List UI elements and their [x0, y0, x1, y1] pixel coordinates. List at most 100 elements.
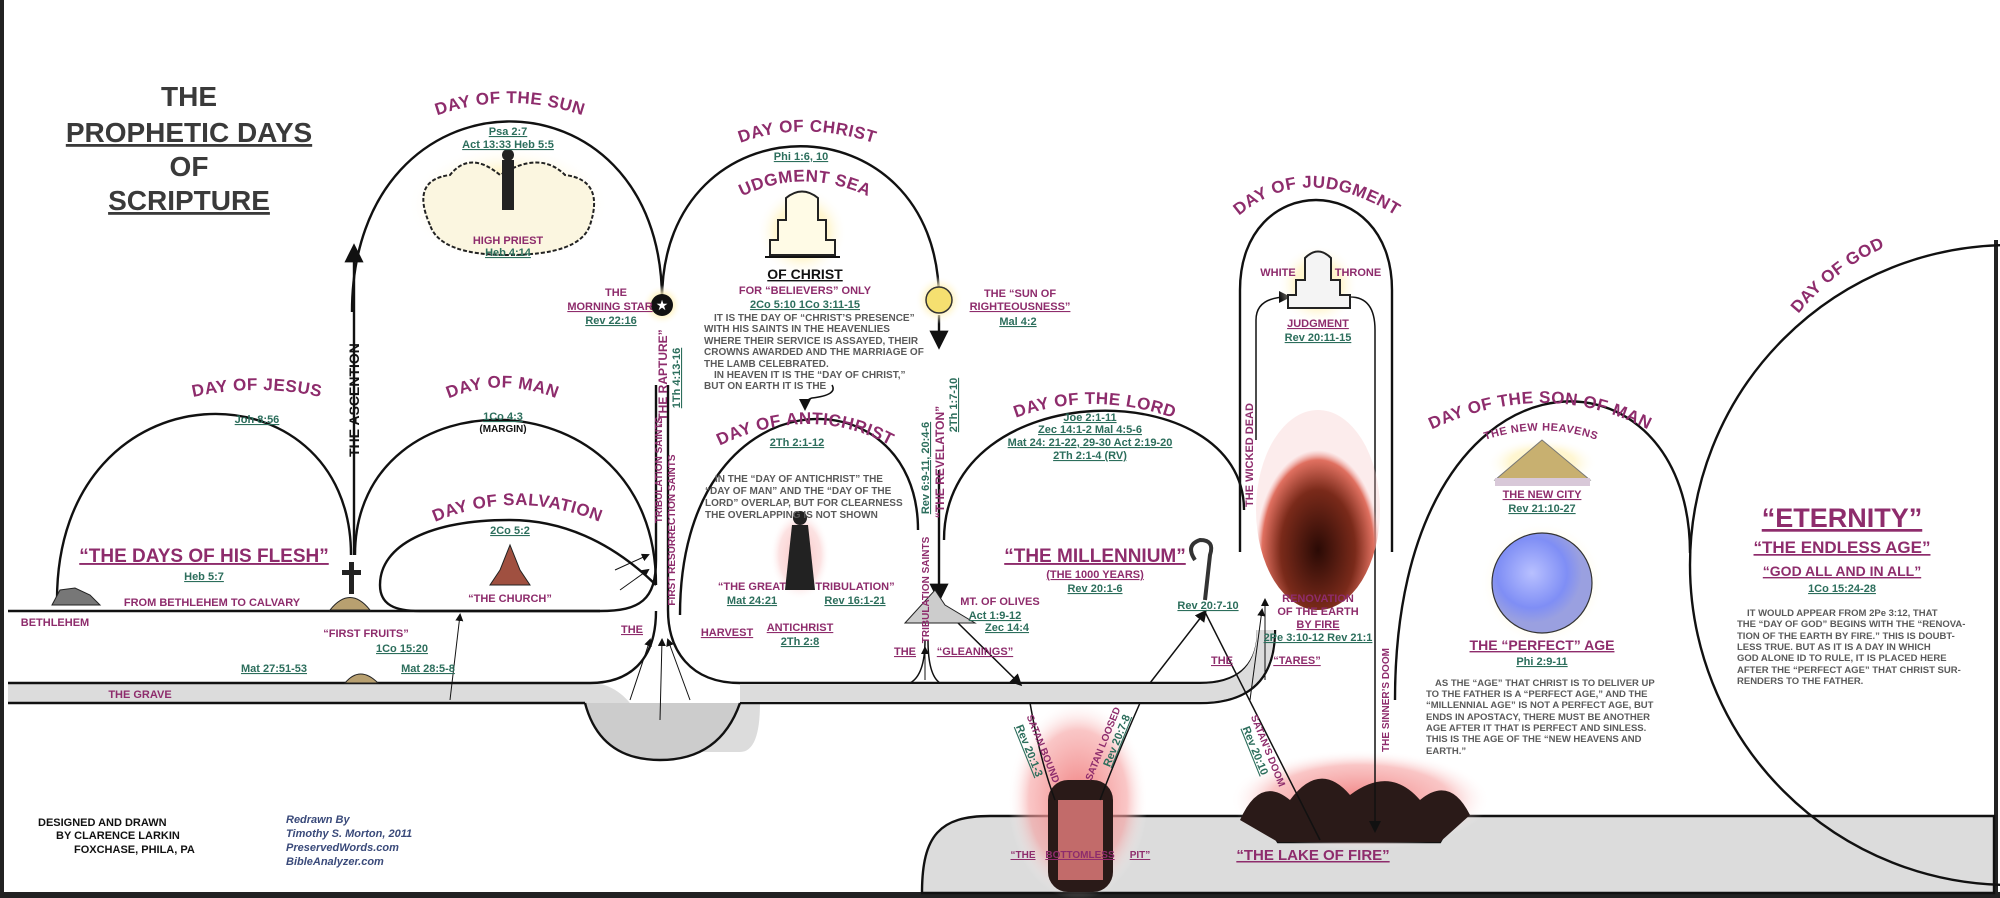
day-of-god-paragraph: IT WOULD APPEAR FROM 2Pe 3:12, THAT THE … [1737, 608, 1965, 687]
paragraph-line: IT IS THE DAY OF “CHRIST’S PRESENCE” [714, 313, 915, 324]
rapture-channel-right [666, 385, 741, 685]
high-priest-head [502, 149, 514, 161]
tares-label: “TARES” [1273, 655, 1320, 667]
first-fruits-ref: 1Co 15:20 [376, 643, 428, 655]
lord-ref-4: 2Th 2:1-4 (RV) [1053, 450, 1127, 462]
gleanings-the: THE [894, 646, 916, 658]
thousand-years-label: (THE 1000 YEARS) [1046, 569, 1144, 581]
paragraph-line: CROWNS AWARDED AND THE MARRIAGE OF [704, 347, 924, 358]
day-of-judgment-arch [1238, 198, 1394, 552]
sun-of-righteousness-line-1: THE “SUN OF [984, 288, 1056, 300]
new-city-ref: Rev 21:10-27 [1508, 503, 1575, 515]
paragraph-line: IT WOULD APPEAR FROM 2Pe 3:12, THAT [1747, 608, 1938, 619]
morning-star-line-1: THE [605, 287, 627, 299]
high-priest-icon [502, 160, 514, 210]
day-of-jesus-label: DAY OF JESUS [190, 375, 324, 401]
antichrist-ref: 2Th 2:8 [781, 636, 820, 648]
wicked-dead-label: THE WICKED DEAD [1244, 403, 1256, 507]
rapture-channel-left [599, 385, 658, 613]
day-of-man-ref: 1Co 4:3 [483, 411, 523, 423]
judgment-label: JUDGMENT [1287, 318, 1349, 330]
satan-loosed-arrow [1149, 609, 1207, 684]
pit-fire [1058, 800, 1103, 880]
title-line-2: PROPHETIC DAYS [66, 117, 312, 148]
days-of-his-flesh-ref: Heb 5:7 [184, 571, 224, 583]
great-tribulation-ref-right: Rev 16:1-21 [824, 595, 885, 607]
tares-the: THE [1211, 655, 1233, 667]
satan-bound-arrow [956, 621, 1023, 687]
paragraph-line: AGE AFTER IT THAT IS PERFECT AND SINLESS… [1426, 723, 1646, 734]
first-fruits-ref-left: Mat 27:51-53 [241, 663, 307, 675]
satan-serpent-icon [1189, 537, 1214, 601]
grave-label: THE GRAVE [108, 689, 171, 701]
bethlehem-to-calvary: FROM BETHLEHEM TO CALVARY [124, 597, 301, 609]
resurrection-arrows [449, 553, 1269, 721]
revelation-tribulation-saints: TRIBULATION SAINTS [921, 536, 932, 643]
day-of-christ-paragraph: IT IS THE DAY OF “CHRIST’S PRESENCE” WIT… [704, 313, 924, 392]
church-label: “THE CHURCH” [468, 593, 552, 605]
lord-ref-3: Mat 24: 21-22, 29-30 Act 2:19-20 [1008, 437, 1173, 449]
first-fruits-ref-right: Mat 28:5-8 [401, 663, 455, 675]
salvation-ref: 2Co 5:2 [490, 525, 530, 537]
paragraph-line: “MILLENNIAL AGE” IS NOT A PERFECT AGE, B… [1426, 700, 1654, 711]
calvary-hill-icon [328, 597, 372, 611]
morning-star-line-2: MORNING STAR [567, 301, 652, 313]
credit-line: BY CLARENCE LARKIN [56, 830, 180, 842]
paragraph-line: THIS IS THE AGE OF THE “NEW HEAVENS AND [1426, 734, 1642, 745]
day-of-man-label: DAY OF MAN [443, 372, 561, 402]
paragraph-line: LORD” OVERLAP, BUT FOR CLEARNESS [705, 498, 903, 509]
grave-band-2-bottom [740, 629, 1277, 705]
day-of-christ-refs: 2Co 5:10 1Co 3:11-15 [750, 299, 860, 311]
lake-of-fire-label: “THE LAKE OF FIRE” [1236, 847, 1389, 864]
great-tribulation-right: TRIBULATION” [815, 581, 894, 593]
first-fruits-label: “FIRST FRUITS” [323, 628, 409, 640]
harvest-label: HARVEST [701, 627, 754, 639]
antichrist-icon [785, 525, 815, 590]
lord-ref-2: Zec 14:1-2 Mal 4:5-6 [1038, 424, 1142, 436]
sun-of-righteousness-icon [925, 286, 953, 314]
paragraph-line: GOD ALONE ID TO RULE, IT IS PLACED HERE [1737, 653, 1947, 664]
star-glyph-icon: ★ [656, 297, 669, 313]
redrawn-credits: Redrawn By Timothy S. Morton, 2011 Prese… [286, 814, 412, 868]
day-of-jesus-ref: Joh 8:56 [235, 414, 280, 426]
believers-only: FOR “BELIEVERS” ONLY [739, 285, 872, 297]
revelation-tribulation-ref: Rev 6:9-11, 20:4-6 [920, 422, 932, 514]
paragraph-line: WITH HIS SAINTS IN THE HEAVENLIES [704, 324, 890, 335]
harvest-the: THE [621, 624, 643, 636]
day-of-god-ref: 1Co 15:24-28 [1808, 583, 1876, 595]
paragraph-line: AS THE “AGE” THAT CHRIST IS TO DELIVER U… [1435, 678, 1655, 689]
harvest-funnel-left [589, 610, 658, 685]
morning-star-ref: Rev 22:16 [585, 315, 636, 327]
endless-age-label: “THE ENDLESS AGE” [1754, 538, 1931, 557]
margin-note: (MARGIN) [479, 424, 526, 435]
high-priest-ref: Heb 4:14 [485, 247, 532, 259]
harvest-graveyard-icon [583, 702, 742, 762]
bethlehem-label: BETHLEHEM [21, 617, 89, 629]
antichrist-label: ANTICHRIST [767, 622, 834, 634]
great-tribulation-ref-left: Mat 24:21 [727, 595, 777, 607]
sun-of-righteousness-ref: Mal 4:2 [999, 316, 1036, 328]
title-line-3: OF [170, 151, 209, 182]
of-christ-label: OF CHRIST [767, 266, 843, 282]
days-of-his-flesh: “THE DAYS OF HIS FLESH” [79, 546, 329, 567]
redrawn-line: BibleAnalyzer.com [286, 856, 384, 868]
day-of-christ-arch [660, 145, 941, 301]
satan-loosed-ref: Rev 20:7-10 [1177, 600, 1238, 612]
gleanings-label: “GLEANINGS” [937, 646, 1013, 658]
god-all-in-all-label: “GOD ALL AND IN ALL” [1763, 563, 1921, 579]
credit-line: FOXCHASE, PHILA, PA [74, 844, 195, 856]
left-border [0, 0, 4, 898]
great-tribulation-left: “THE GREAT [718, 581, 787, 593]
sinners-doom-label: THE SINNER’S DOOM [1381, 648, 1392, 752]
paragraph-line: EARTH.” [1426, 746, 1466, 757]
paragraph-line: LESS TRUE. BUT AS IT IS A DAY IN WHICH [1737, 642, 1931, 653]
sun-ref-1: Psa 2:7 [489, 126, 528, 138]
day-of-man-arch [353, 418, 658, 586]
day-of-antichrist-ref: 2Th 2:1-12 [770, 437, 824, 449]
day-of-antichrist-arch [678, 417, 920, 616]
renovation-fire-icon [1256, 410, 1380, 610]
paragraph-line: BUT ON EARTH IT IS THE [704, 381, 827, 392]
first-resurrection-saints-label: FIRST RESURRECTION SAINTS [667, 454, 678, 605]
paragraph-line: “DAY OF MAN” AND THE “DAY OF THE [705, 486, 892, 497]
